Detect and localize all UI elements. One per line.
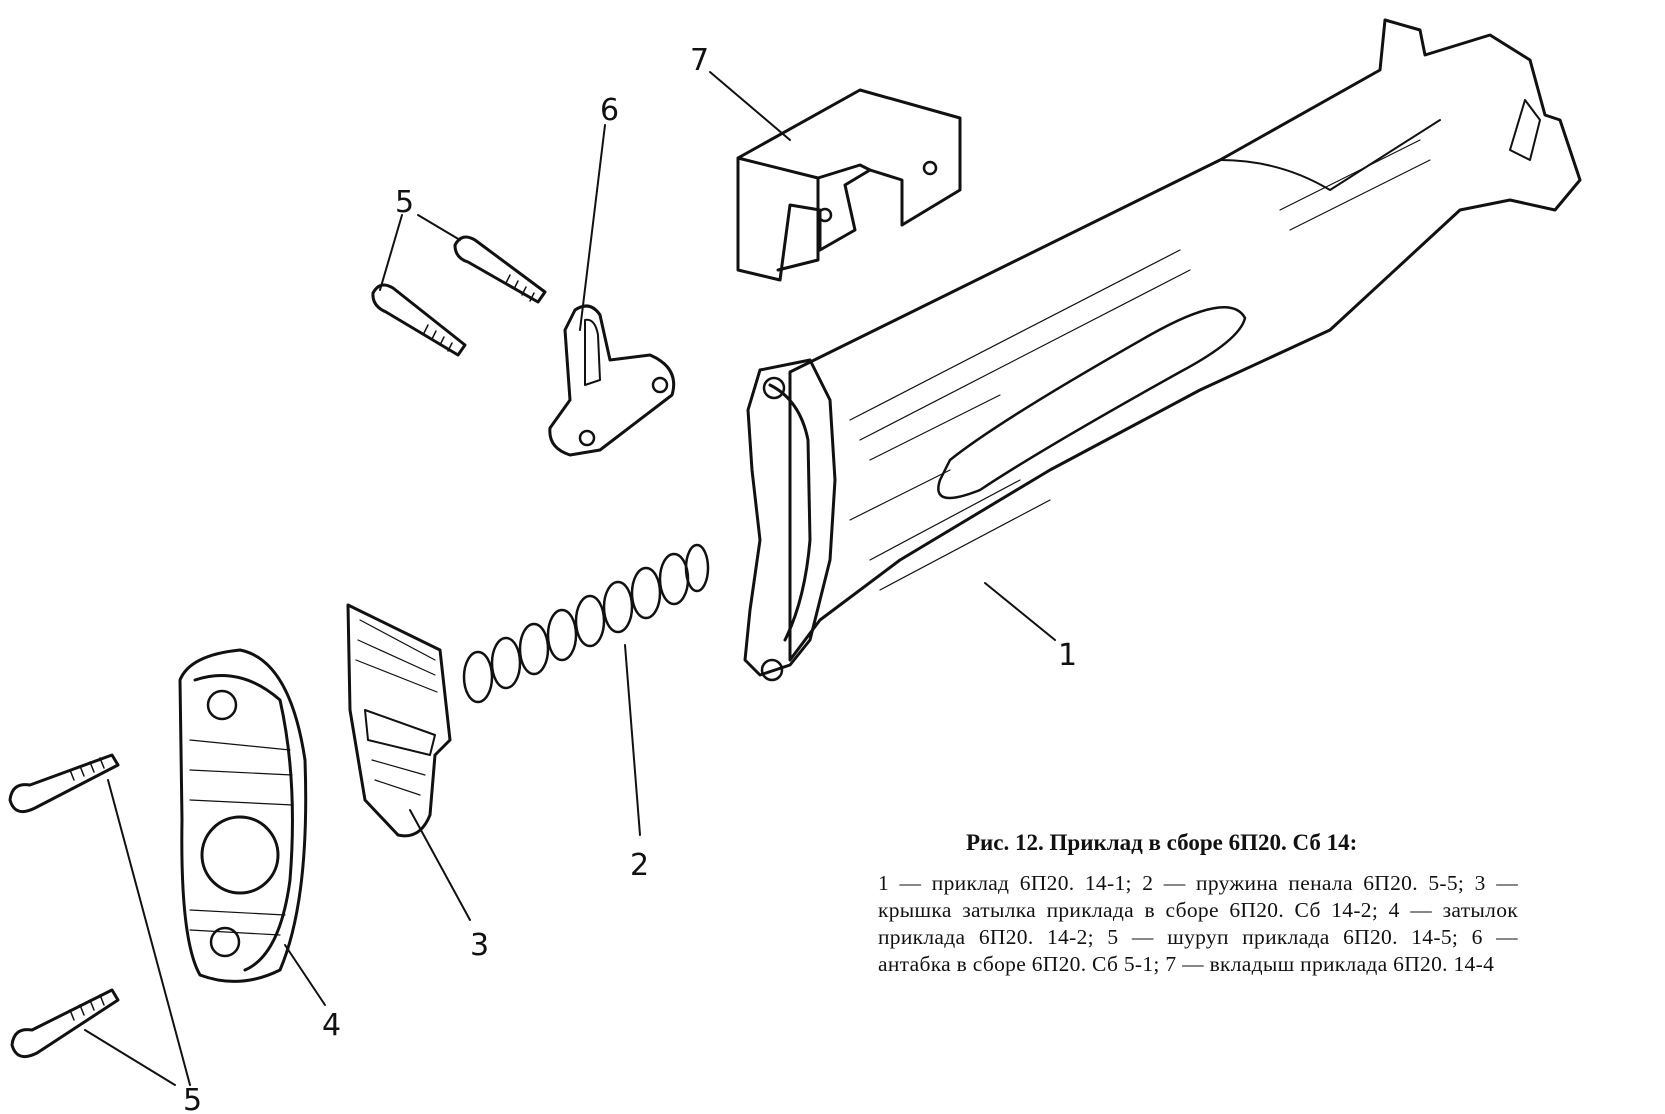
screws-top [371,235,547,357]
figure-caption-legend: 1 — приклад 6П20. 14-1; 2 — пружина пена… [878,871,1518,976]
butt-cover [346,603,452,838]
label-part-3: 3 [470,928,489,963]
label-part-5-top: 5 [395,185,414,220]
stock-insert [736,88,962,282]
figure-caption-title: Рис. 12. Приклад в сборе 6П20. Сб 14: [966,830,1358,855]
label-part-7: 7 [690,43,709,78]
label-part-2: 2 [630,848,649,883]
label-part-5-bottom: 5 [183,1083,202,1114]
label-part-1: 1 [1058,638,1077,673]
stock-body [743,18,1582,682]
label-part-6: 6 [600,93,619,128]
leader-lines [84,71,1056,1086]
spring [462,543,710,704]
buttplate [178,648,308,983]
screws-bottom [8,753,120,1059]
label-part-4: 4 [322,1008,341,1043]
sling-swivel [548,304,676,457]
